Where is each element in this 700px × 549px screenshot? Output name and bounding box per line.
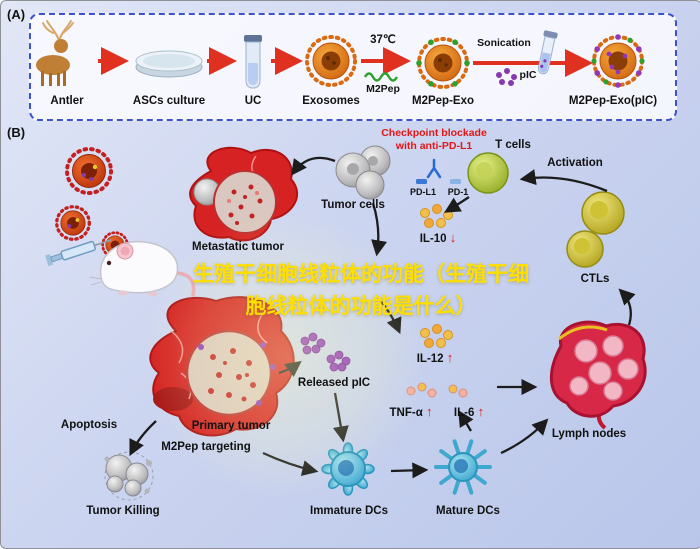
m2pep-label: M2Pep	[366, 83, 400, 95]
flow-arrows	[129, 156, 636, 479]
m2pep-exo-pic-label: M2Pep-Exo(pIC)	[568, 95, 658, 107]
pic-label: pIC	[519, 69, 537, 81]
antler-icon	[36, 20, 74, 86]
m2pep-exo-label: M2Pep-Exo	[412, 95, 474, 107]
primary-tumor-label: Primary tumor	[191, 420, 271, 432]
ascs-culture-label: ASCs culture	[132, 95, 206, 107]
il10-down-arrow: ↓	[449, 230, 457, 245]
il6-text: IL-6	[453, 407, 475, 419]
mature-dc-icon	[434, 439, 492, 495]
immature-dcs-label: Immature DCs	[310, 505, 388, 517]
released-pic-label: Released pIC	[297, 377, 371, 389]
uc-label: UC	[244, 95, 262, 107]
mature-dcs-label: Mature DCs	[436, 505, 500, 517]
immature-dc-icon	[321, 442, 375, 496]
syringe-icon	[45, 239, 112, 267]
il6-up-arrow: ↑	[477, 404, 485, 419]
il12-label: IL-12 ↑	[416, 350, 454, 366]
tumor-cells-label: Tumor cells	[321, 199, 385, 211]
activation-label: Activation	[547, 157, 603, 169]
t-cells-label: T cells	[495, 139, 531, 151]
metastatic-tumor-icon	[189, 146, 298, 242]
exosomes-label: Exosomes	[302, 95, 360, 107]
ctls-label: CTLs	[580, 273, 610, 285]
tnf-il6-cytokine-dots	[406, 382, 468, 398]
tumor-killing-label: Tumor Killing	[86, 505, 160, 517]
sonication-label: Sonication	[477, 37, 531, 49]
m2pep-exo-pic-icon	[591, 34, 645, 88]
sonication-tube-icon	[537, 30, 558, 75]
il12-cytokine-dots	[420, 324, 453, 348]
released-pic-dots	[300, 332, 351, 372]
m2pep-peptide-icon	[363, 72, 399, 82]
mouse-icon	[89, 240, 196, 297]
tumor-killing-icon	[104, 451, 154, 501]
m2pep-exo-icon	[416, 37, 470, 89]
il6-label: IL-6 ↑	[453, 404, 485, 420]
exosome-icon	[305, 35, 357, 87]
tnf-alpha-up-arrow: ↑	[425, 404, 433, 419]
tnf-alpha-text: TNF-α	[389, 407, 423, 419]
temperature-label: 37℃	[370, 34, 396, 46]
pd-l1-icon	[416, 179, 427, 184]
il12-up-arrow: ↑	[446, 350, 454, 365]
pd-l1-label: PD-L1	[409, 187, 437, 197]
metastatic-tumor-label: Metastatic tumor	[191, 241, 285, 253]
checkpoint-blockade-label-line1: Checkpoint blockade	[381, 127, 487, 139]
il12-text: IL-12	[416, 353, 444, 365]
primary-tumor-icon	[149, 296, 295, 437]
antler-label: Antler	[50, 95, 84, 107]
checkpoint-blockade-label-line2: with anti-PD-L1	[395, 140, 473, 152]
nanoparticle-cluster-icon	[55, 147, 129, 259]
tumor-cells-icon	[335, 145, 391, 200]
pic-dots-icon	[496, 68, 517, 86]
il10-label: IL-10 ↓	[419, 230, 457, 246]
watermark-text: 生殖干细胞线粒体的功能（生殖干细胞线粒体的功能是什么）	[193, 262, 529, 318]
pd-1-label: PD-1	[447, 187, 469, 197]
uc-tube-icon	[244, 35, 262, 89]
panel-b-letter: (B)	[7, 125, 26, 140]
il10-cytokine-dots	[420, 204, 453, 228]
il10-text: IL-10	[419, 233, 447, 245]
tnf-alpha-label: TNF-α ↑	[389, 404, 433, 420]
apoptosis-label: Apoptosis	[60, 419, 118, 431]
lymph-nodes-label: Lymph nodes	[551, 428, 627, 440]
m2pep-targeting-label: M2Pep targeting	[161, 441, 251, 453]
petri-dish-icon	[135, 50, 203, 78]
t-cell-icon	[467, 152, 509, 194]
lymph-nodes-icon	[549, 320, 647, 430]
ctl-cells-icon	[566, 191, 625, 268]
pd-1-icon	[450, 179, 461, 184]
panel-a-letter: (A)	[7, 7, 26, 22]
anti-pd-l1-antibody-icon	[426, 158, 442, 179]
